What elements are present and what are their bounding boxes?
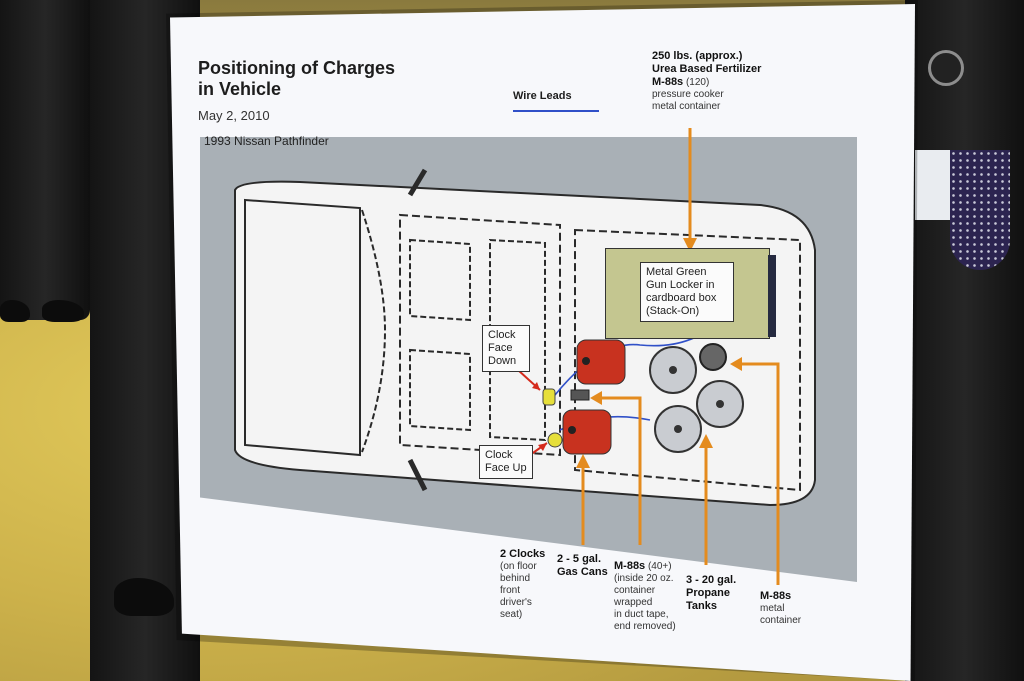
vehicle-hood [244,198,361,457]
clock-down-label: Clock Face Down [482,325,530,372]
m88-metal-title: M-88s [760,590,792,602]
side-mirror-top [407,168,428,197]
clocks-title: 2 Clocks [500,548,546,560]
clocks-sub2: behind [500,573,531,584]
vehicle-cabin [399,213,561,457]
m88-metal-note: M-88s metal container [760,590,820,627]
clocks-sub4: driver's [500,597,532,608]
fertilizer-note: 250 lbs. (approx.) Urea Based Fertilizer… [652,50,802,113]
vehicle-label: 1993 Nissan Pathfinder [204,134,329,148]
propane-note: 3 - 20 gal. Propane Tanks [686,574,756,613]
fertilizer-count: (120) [685,77,710,88]
propane-title3: Tanks [686,600,717,612]
m88-sub3: wrapped [614,597,653,608]
board-title: Positioning of Charges in Vehicle [198,58,418,100]
m88-sub1: (inside 20 oz. [614,573,674,584]
person-right [905,0,1024,681]
clock-down-line2: Face [488,342,513,354]
clocks-sub3: front [500,585,521,596]
gun-locker-side [768,255,776,337]
legend-wire-leads: Wire Leads [513,90,572,102]
board-title-line1: Positioning of Charges [198,58,396,78]
m88-title: M-88s [614,560,646,572]
clocks-sub1: (on floor [500,561,537,572]
fertilizer-sub1: pressure cooker [652,89,724,100]
m88-metal-sub1: metal [760,603,785,614]
m88-inside-note: M-88s (40+) (inside 20 oz. container wra… [614,560,694,633]
fertilizer-line3: M-88s [652,76,684,88]
m88-sub2: container [614,585,656,596]
clock-face-up [547,432,563,448]
gas-can-top-cap [582,357,590,365]
person-right-tie [950,150,1010,270]
gas-can-top [576,339,626,385]
m88-container-small [570,389,590,401]
front-seat-2 [409,348,471,432]
person-left-legs [0,0,90,320]
locker-line3: cardboard box [646,292,717,304]
locker-line4: (Stack-On) [646,305,700,317]
propane-title2: Propane [686,587,731,599]
clock-down-line1: Clock [488,329,516,341]
locker-line1: Metal Green [646,266,707,278]
gas-title2: Gas Cans [557,566,608,578]
m88-sub4: in duct tape, [614,609,669,620]
fertilizer-line1: 250 lbs. (approx.) [652,50,743,62]
front-seat [409,238,471,322]
arrow-m88-metal [740,362,780,585]
locker-line2: Gun Locker in [646,279,715,291]
shoe-left [42,300,84,322]
wristwatch [928,50,964,86]
m88-count: (40+) [647,561,672,572]
legend-wire-line [513,110,599,112]
shoe-behind-board [114,578,174,616]
gas-cans-note: 2 - 5 gal. Gas Cans [557,553,617,579]
gas-title1: 2 - 5 gal. [557,553,602,565]
clock-down-line3: Down [488,355,517,367]
board-title-line2: in Vehicle [198,79,282,99]
gas-can-bottom [562,409,612,455]
m88-metal-container [699,343,727,371]
gun-locker-label: Metal Green Gun Locker in cardboard box … [640,262,734,322]
clocks-sub5: seat) [500,609,523,620]
clock-up-line2: Face Up [485,462,527,474]
fertilizer-sub2: metal container [652,101,721,112]
clock-face-down [542,388,556,406]
gas-can-bottom-cap [568,426,576,434]
clock-up-label: Clock Face Up [479,445,533,479]
clocks-note: 2 Clocks (on floor behind front driver's… [500,548,555,621]
fertilizer-line2: Urea Based Fertilizer [652,63,762,75]
m88-metal-sub2: container [760,615,802,626]
arrow-m88-inside [600,396,642,545]
clock-up-line1: Clock [485,449,513,461]
side-mirror-bottom [407,458,428,492]
propane-title1: 3 - 20 gal. [686,574,737,586]
vehicle-windshield [361,209,387,453]
board-date: May 2, 2010 [198,108,270,123]
shoe-left-2 [0,300,30,322]
m88-sub5: end removed) [614,621,676,632]
